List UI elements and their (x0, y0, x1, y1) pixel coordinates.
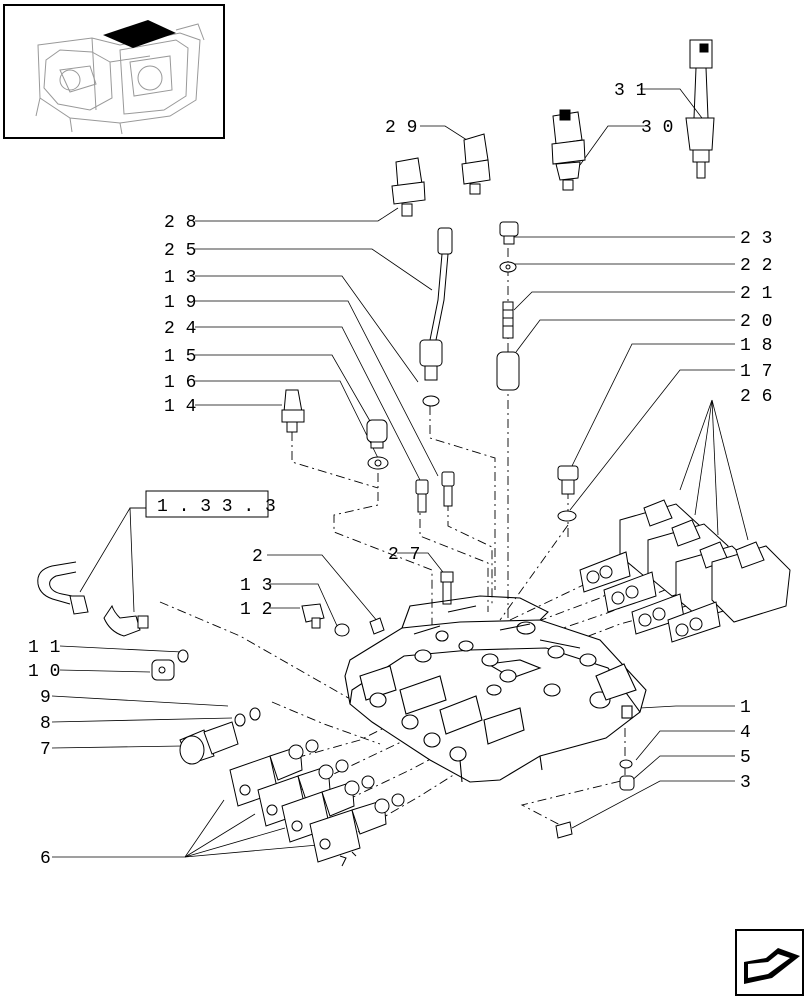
callout-26: 2 6 (740, 387, 772, 407)
callout-8: 8 (40, 714, 51, 734)
callout-3: 3 (740, 773, 751, 793)
switch-29 (461, 133, 491, 195)
callout-14: 1 4 (164, 397, 196, 417)
callout-22: 2 2 (740, 256, 772, 276)
callout-10: 1 0 (28, 662, 60, 682)
parts-11-7 (151, 649, 261, 765)
callout-17: 1 7 (740, 362, 772, 382)
location-thumbnail (3, 4, 225, 139)
callout-30: 3 0 (641, 118, 673, 138)
solenoid-valves-6 (229, 739, 405, 867)
callout-20: 2 0 (740, 312, 772, 332)
switch-30 (551, 109, 586, 191)
reference-label: 1 . 3 3 . 3 (157, 497, 276, 517)
callout-1: 1 (740, 698, 751, 718)
callout-23: 2 3 (740, 229, 772, 249)
callout-15: 1 5 (164, 347, 196, 367)
parts-14-19 (281, 389, 455, 513)
callout-11: 1 1 (28, 638, 60, 658)
callout-16: 1 6 (164, 373, 196, 393)
valve-body-1 (344, 595, 647, 783)
parts-4-5-3 (555, 759, 635, 839)
callout-numbers: 3 1 3 0 2 9 2 8 2 5 1 3 1 9 2 4 1 5 1 6 … (28, 81, 772, 869)
callout-4: 4 (740, 723, 751, 743)
parts-23-20 (496, 221, 520, 391)
callout-13-top: 1 3 (164, 268, 196, 288)
callout-19: 1 9 (164, 293, 196, 313)
pipe-1-33-3 (37, 561, 149, 637)
callout-29: 2 9 (385, 118, 417, 138)
parts-18-17 (557, 465, 579, 522)
callout-28: 2 8 (164, 213, 196, 233)
callout-7: 7 (40, 740, 51, 760)
callout-5: 5 (740, 748, 751, 768)
callout-12: 1 2 (240, 600, 272, 620)
callout-9: 9 (40, 688, 51, 708)
callout-27: 2 7 (388, 545, 420, 565)
callout-31: 3 1 (614, 81, 646, 101)
solenoid-valves-26 (579, 499, 791, 643)
callout-13-bottom: 1 3 (240, 576, 272, 596)
reference-box[interactable]: 1 . 3 3 . 3 (145, 490, 276, 518)
callout-21: 2 1 (740, 284, 772, 304)
next-page-arrow-icon[interactable] (735, 929, 804, 996)
callout-6: 6 (40, 849, 51, 869)
switch-28 (391, 157, 426, 217)
part-27 (440, 571, 454, 605)
callout-25: 2 5 (164, 241, 196, 261)
sensor-25 (419, 227, 453, 407)
callout-2: 2 (252, 547, 263, 567)
callout-24: 2 4 (164, 319, 196, 339)
callout-18: 1 8 (740, 336, 772, 356)
leader-lines (51, 88, 749, 858)
sensor-31 (685, 39, 715, 179)
parts-2-12 (301, 603, 385, 637)
